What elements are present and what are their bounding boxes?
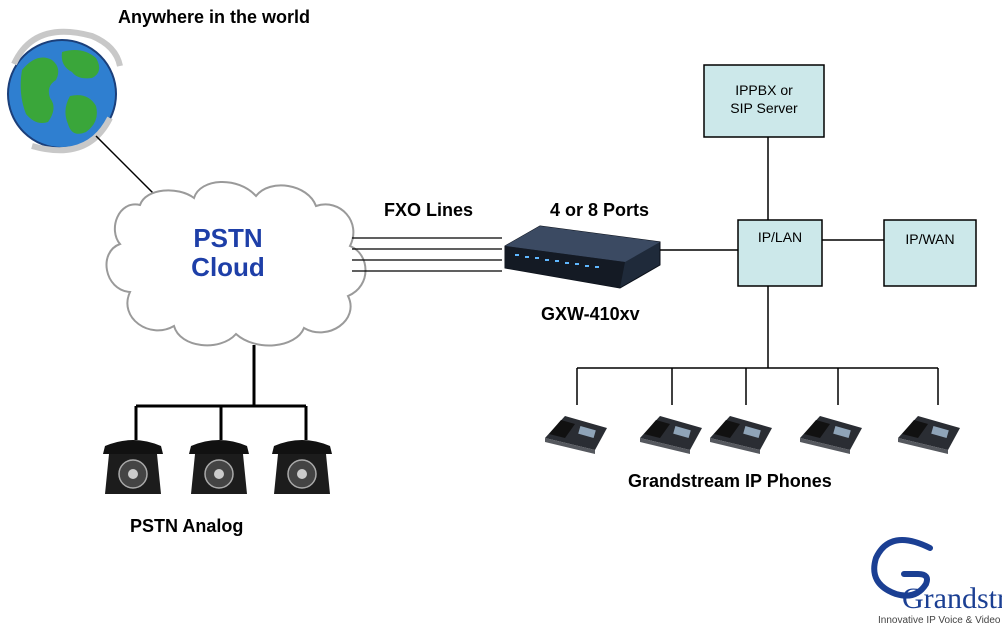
ip-phone-icon [640, 416, 702, 454]
rotary-phone-icon [189, 440, 249, 494]
fxo-lines [352, 237, 502, 272]
ip-phone-icon [710, 416, 772, 454]
iplan-label: IP/LAN [758, 229, 802, 245]
ip-phone-icon [898, 416, 960, 454]
globe-icon [7, 28, 123, 154]
pstn-analog-label: PSTN Analog [130, 516, 243, 536]
cloud-label-cloud: Cloud [191, 252, 265, 282]
logo-tagline: Innovative IP Voice & Video [878, 615, 1001, 626]
ports-label: 4 or 8 Ports [550, 200, 649, 220]
gateway-device [504, 225, 661, 289]
ippbx-label-line2: SIP Server [730, 100, 798, 116]
ip-phone-tree [576, 286, 939, 405]
ippbx-box [703, 64, 825, 138]
globe-link [95, 135, 156, 196]
rotary-phone-icon [103, 440, 163, 494]
ipwan-label: IP/WAN [905, 231, 954, 247]
fxo-lines-label: FXO Lines [384, 200, 473, 220]
ipwan-box [883, 219, 977, 287]
rotary-phone-icon [272, 440, 332, 494]
grandstream-logo: Grandstream Innovative IP Voice & Video [871, 537, 1002, 626]
iplan-box [737, 219, 823, 287]
ip-phone-icon [800, 416, 862, 454]
logo-word: Grandstream [902, 582, 1002, 615]
ip-phones-label: Grandstream IP Phones [628, 471, 832, 491]
pstn-cloud: PSTN Cloud [105, 181, 367, 347]
gateway-model-label: GXW-410xv [541, 304, 640, 324]
cloud-label-pstn: PSTN [193, 223, 262, 253]
ippbx-label-line1: IPPBX or [735, 82, 793, 98]
analog-phone-tree [134, 345, 308, 440]
ip-phone-icon [545, 416, 607, 454]
anywhere-label: Anywhere in the world [118, 7, 310, 27]
